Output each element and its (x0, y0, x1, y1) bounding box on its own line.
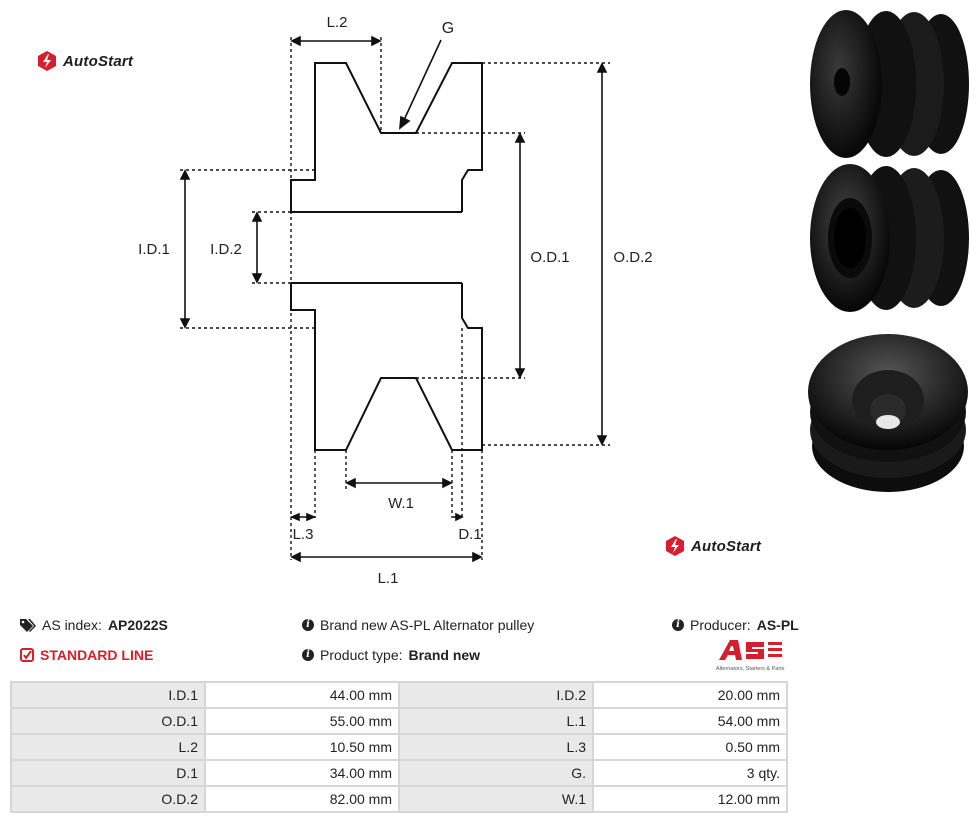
label-g: G (442, 20, 454, 37)
spec-key: D.1 (10, 759, 206, 787)
description: i Brand new AS-PL Alternator pulley (302, 617, 534, 633)
label-d1: D.1 (458, 526, 481, 543)
info-circle-icon: i (672, 619, 684, 631)
dimension-extension-lines (180, 37, 610, 560)
pulley-photo-angled (810, 164, 969, 312)
pulley-outline (290, 62, 483, 451)
label-l3: L.3 (293, 526, 314, 543)
info-circle-icon: i (302, 619, 314, 631)
standard-line-label: STANDARD LINE (40, 647, 154, 663)
label-id2: I.D.2 (210, 241, 242, 258)
pulley-photo-front (808, 334, 968, 492)
aspl-logo: Alternators, Starters & Parts (716, 638, 792, 672)
product-type-label: Product type: (320, 647, 403, 663)
autostart-logo-top: AutoStart (36, 50, 133, 72)
label-l2: L.2 (327, 14, 348, 31)
label-w1: W.1 (388, 495, 414, 512)
autostart-logo-icon (38, 51, 56, 71)
spec-value: 0.50 mm (592, 733, 788, 761)
standard-line-badge: STANDARD LINE (20, 647, 153, 663)
spec-key: I.D.2 (398, 681, 594, 709)
spec-key: I.D.1 (10, 681, 206, 709)
autostart-logo-text: AutoStart (691, 537, 762, 555)
spec-value: 12.00 mm (592, 785, 788, 813)
spec-key: L.2 (10, 733, 206, 761)
spec-key: G. (398, 759, 594, 787)
pulley-technical-drawing: L.2 G I.D.1 I.D.2 O.D.1 O.D.2 W.1 L.3 D.… (138, 14, 652, 587)
aspl-logo-mark (719, 640, 782, 660)
producer-value: AS-PL (756, 617, 799, 633)
info-circle-icon: i (302, 649, 314, 661)
spec-value: 10.50 mm (204, 733, 400, 761)
aspl-tagline: Alternators, Starters & Parts (716, 666, 785, 672)
check-square-icon (20, 648, 34, 662)
tags-icon (20, 619, 36, 632)
spec-value: 55.00 mm (204, 707, 400, 735)
spec-key: L.3 (398, 733, 594, 761)
spec-value: 3 qty. (592, 759, 788, 787)
pulley-photo-side (810, 10, 969, 158)
label-od2: O.D.2 (613, 249, 652, 266)
label-od1: O.D.1 (530, 249, 569, 266)
spec-value: 44.00 mm (204, 681, 400, 709)
autostart-logo-text: AutoStart (63, 52, 134, 70)
spec-value: 82.00 mm (204, 785, 400, 813)
dimension-arrows (179, 35, 608, 563)
autostart-logo-drawing: AutoStart (664, 535, 761, 557)
as-index-value: AP2022S (107, 617, 168, 633)
spec-key: L.1 (398, 707, 594, 735)
as-index-label: AS index: (42, 617, 102, 633)
spec-value: 54.00 mm (592, 707, 788, 735)
spec-key: O.D.2 (10, 785, 206, 813)
label-l1: L.1 (378, 570, 399, 587)
spec-key: O.D.1 (10, 707, 206, 735)
description-text: Brand new AS-PL Alternator pulley (320, 617, 535, 633)
spec-key: W.1 (398, 785, 594, 813)
producer: i Producer: AS-PL (672, 617, 799, 633)
producer-label: Producer: (690, 617, 751, 633)
as-index: AS index: AP2022S (20, 617, 168, 633)
product-type-value: Brand new (408, 647, 481, 663)
autostart-logo-icon (666, 536, 684, 556)
label-id1: I.D.1 (138, 241, 170, 258)
spec-value: 34.00 mm (204, 759, 400, 787)
spec-value: 20.00 mm (592, 681, 788, 709)
product-type: i Product type: Brand new (302, 647, 480, 663)
